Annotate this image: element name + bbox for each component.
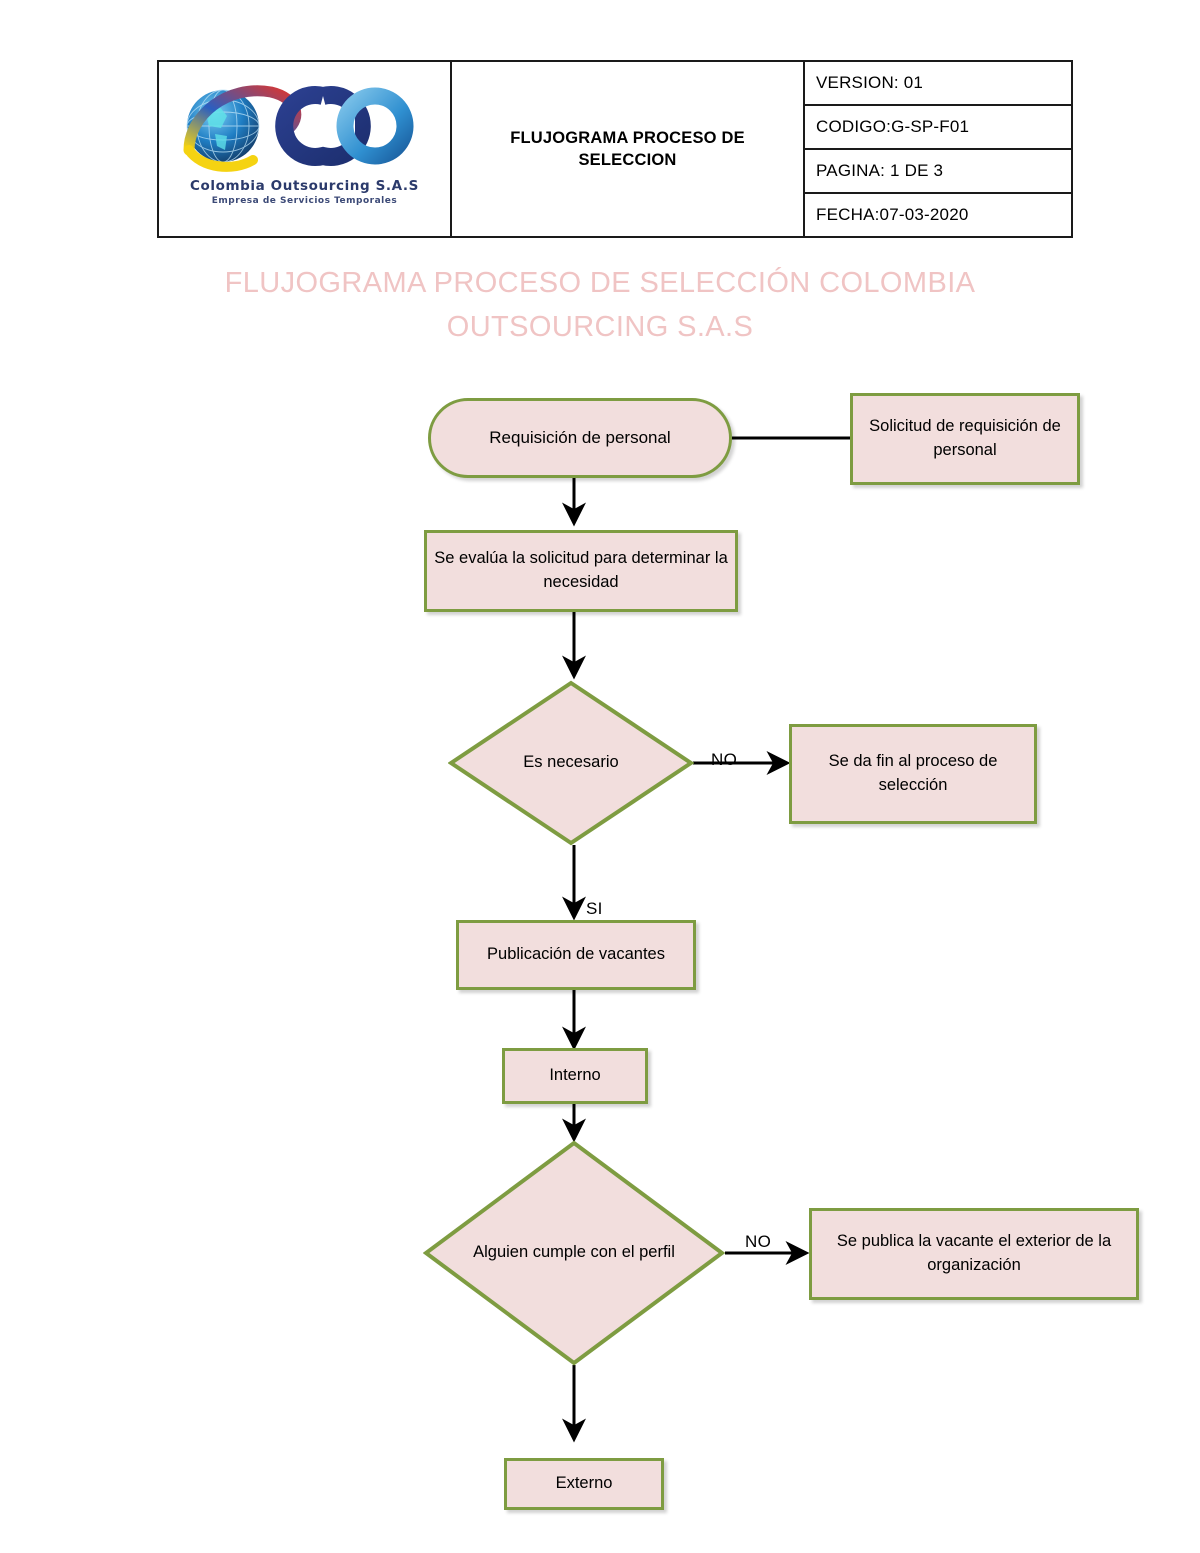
node-publicacion-de-vacantes[interactable]: Publicación de vacantes xyxy=(456,920,696,990)
node-label: Externo xyxy=(555,1474,613,1493)
node-label: Se evalúa la solicitud para determinar l… xyxy=(434,549,728,591)
node-label: Requisición de personal xyxy=(489,427,671,447)
node-label: Interno xyxy=(549,1066,601,1085)
node-decision-es-necesario[interactable]: Es necesario xyxy=(448,680,694,846)
header-meta-cell: VERSION: 01 CODIGO:G-SP-F01 PAGINA: 1 DE… xyxy=(805,62,1071,236)
meta-version: VERSION: 01 xyxy=(805,62,1071,106)
node-label: Se da fin al proceso de selección xyxy=(828,752,998,794)
header-logo-cell: Colombia Outsourcing S.A.S Empresa de Se… xyxy=(159,62,452,236)
edge-label-no-es-necesario: NO xyxy=(711,750,738,769)
logo-graphic-icon xyxy=(183,85,413,172)
header-form-title: FLUJOGRAMA PROCESO DE SELECCION xyxy=(452,62,805,236)
node-solicitud-de-requisicion[interactable]: Solicitud de requisición de personal xyxy=(850,393,1080,485)
page-title: FLUJOGRAMA PROCESO DE SELECCIÓN COLOMBIA… xyxy=(224,267,976,343)
node-externo[interactable]: Externo xyxy=(504,1458,664,1510)
node-interno[interactable]: Interno xyxy=(502,1048,648,1104)
node-label: Se publica la vacante el exterior de la … xyxy=(836,1232,1112,1274)
edge-label-si-es-necesario: SI xyxy=(586,899,603,918)
node-publica-vacante-exterior[interactable]: Se publica la vacante el exterior de la … xyxy=(809,1208,1139,1300)
meta-codigo: CODIGO:G-SP-F01 xyxy=(805,106,1071,150)
node-label: Publicación de vacantes xyxy=(487,945,665,964)
meta-pagina: PAGINA: 1 DE 3 xyxy=(805,150,1071,194)
node-fin-del-proceso[interactable]: Se da fin al proceso de selección xyxy=(789,724,1037,824)
node-label: Solicitud de requisición de personal xyxy=(869,417,1061,459)
company-logo: Colombia Outsourcing S.A.S Empresa de Se… xyxy=(175,74,435,224)
diamond-shape-icon xyxy=(423,1140,725,1366)
node-label: Es necesario xyxy=(523,753,619,772)
node-requisicion-de-personal[interactable]: Requisición de personal xyxy=(428,398,732,478)
node-decision-alguien-cumple-perfil[interactable]: Alguien cumple con el perfil xyxy=(423,1140,725,1366)
node-se-evalua-solicitud[interactable]: Se evalúa la solicitud para determinar l… xyxy=(424,530,738,612)
edge-label-no-alguien-cumple: NO xyxy=(745,1232,772,1251)
diamond-shape-icon xyxy=(448,680,694,846)
logo-company-name: Colombia Outsourcing S.A.S xyxy=(190,178,419,194)
document-header-table: Colombia Outsourcing S.A.S Empresa de Se… xyxy=(157,60,1073,238)
node-label: Alguien cumple con el perfil xyxy=(473,1243,675,1262)
logo-tagline: Empresa de Servicios Temporales xyxy=(211,196,398,206)
meta-fecha: FECHA:07-03-2020 xyxy=(816,205,969,224)
